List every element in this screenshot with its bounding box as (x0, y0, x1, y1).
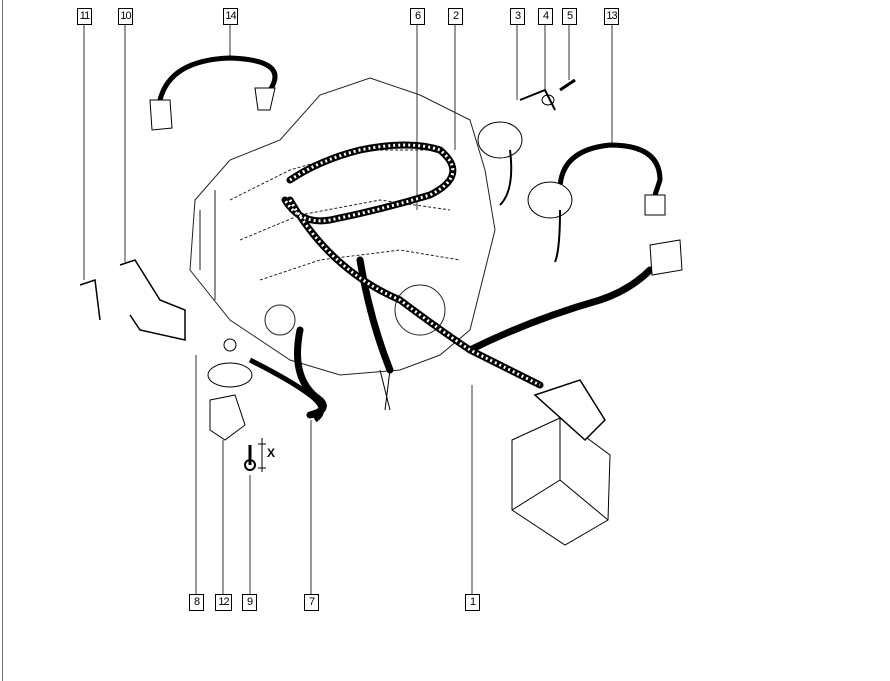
callout-12: 12 (215, 594, 232, 611)
callout-3: 3 (510, 8, 525, 25)
callout-11: 11 (77, 8, 92, 25)
callout-4: 4 (538, 8, 553, 25)
callout-13: 13 (604, 8, 619, 25)
callout-2: 2 (448, 8, 463, 25)
sensor-13-cable (557, 142, 663, 196)
callout-7: 7 (304, 594, 319, 611)
callout-8: 8 (189, 594, 204, 611)
engine-block (189, 77, 496, 376)
page-border (2, 0, 3, 681)
dimension-x-label: X (267, 446, 276, 460)
callout-1: 1 (465, 594, 480, 611)
ecu-unit (511, 379, 611, 546)
sensor-14-cable (157, 55, 278, 101)
callout-5: 5 (562, 8, 577, 25)
callout-9: 9 (242, 594, 257, 611)
callout-10: 10 (118, 8, 133, 25)
callout-6: 6 (410, 8, 425, 25)
callout-14: 14 (223, 8, 238, 25)
leader-lines (83, 24, 613, 594)
